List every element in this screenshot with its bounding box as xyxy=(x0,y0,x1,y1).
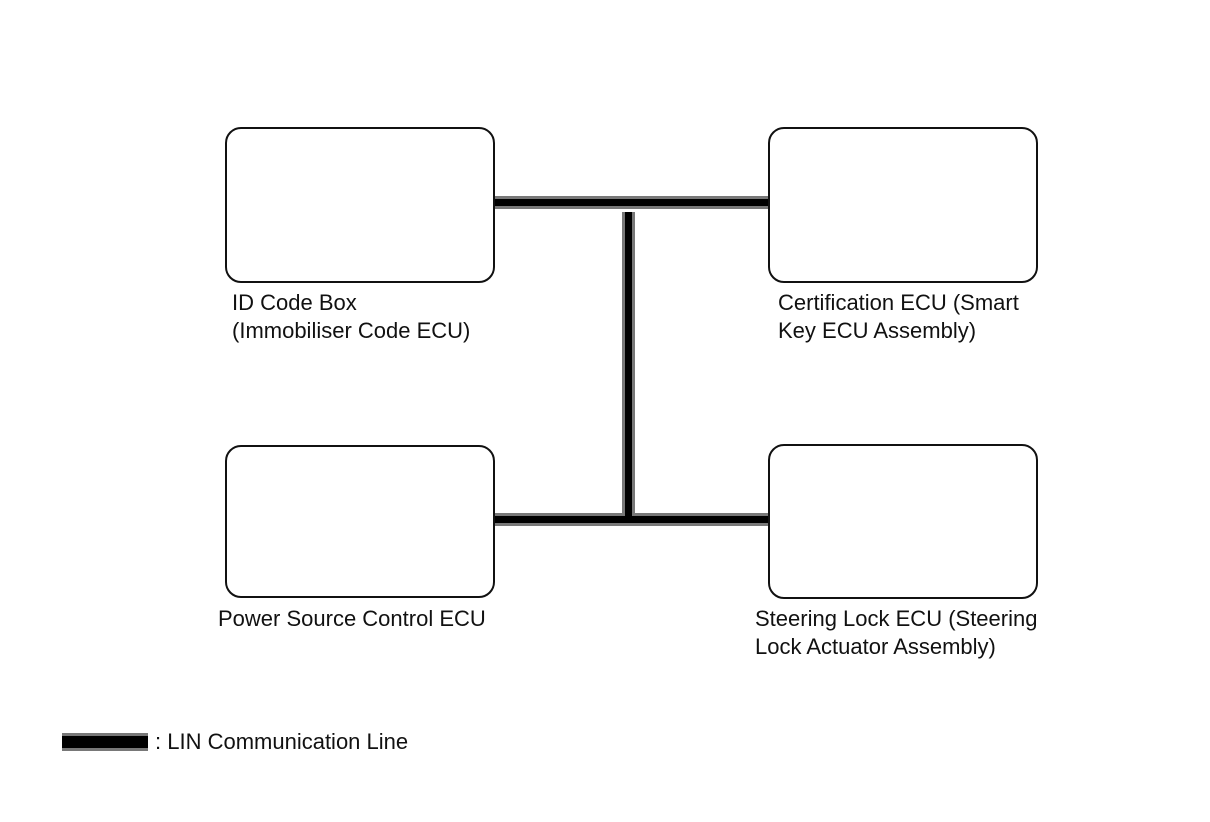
box-id-code xyxy=(225,127,495,283)
label-id-code: ID Code Box (Immobiliser Code ECU) xyxy=(232,289,470,345)
box-certification-ecu xyxy=(768,127,1038,283)
legend-label: : LIN Communication Line xyxy=(155,729,409,754)
label-certification-ecu: Certification ECU (Smart Key ECU Assembl… xyxy=(778,289,1019,345)
label-power-source-control: Power Source Control ECU xyxy=(218,605,486,633)
box-power-source-control xyxy=(225,445,495,598)
label-line: Steering Lock ECU (Steering xyxy=(755,606,1038,631)
lin-line-top xyxy=(493,196,770,209)
lin-line-legend-swatch xyxy=(62,733,148,751)
label-steering-lock-ecu: Steering Lock ECU (Steering Lock Actuato… xyxy=(755,605,1037,661)
label-line: Key ECU Assembly) xyxy=(778,318,977,343)
label-line: Certification ECU (Smart xyxy=(778,290,1019,315)
label-line: (Immobiliser Code ECU) xyxy=(232,318,471,343)
legend: : LIN Communication Line xyxy=(62,731,408,753)
label-line: Lock Actuator Assembly) xyxy=(755,634,996,659)
lin-line-vertical xyxy=(622,212,635,516)
box-steering-lock-ecu xyxy=(768,444,1038,599)
label-line: ID Code Box xyxy=(232,290,357,315)
label-line: Power Source Control ECU xyxy=(218,606,486,631)
